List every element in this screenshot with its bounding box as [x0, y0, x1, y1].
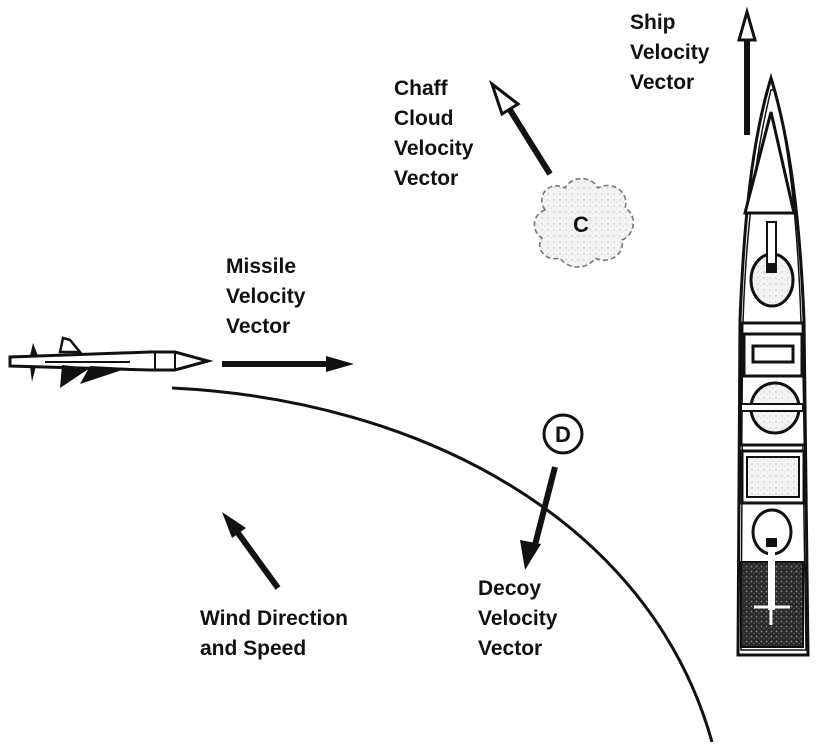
ship-velocity-label: Ship Velocity Vector: [630, 8, 709, 98]
label-line: Vector: [226, 315, 291, 338]
decoy-velocity-arrow: [520, 466, 558, 570]
wind-direction-arrow: [222, 512, 281, 590]
label-line: Wind Direction: [200, 607, 348, 630]
missile-velocity-label: Missile Velocity Vector: [226, 252, 305, 342]
decoy-marker: D: [542, 413, 584, 455]
chaff-velocity-arrow: [489, 79, 553, 176]
label-line: Vector: [630, 71, 695, 94]
label-line: Missile: [226, 255, 297, 278]
label-line: Vector: [394, 167, 459, 190]
label-line: Decoy: [478, 577, 542, 600]
missile-icon: [8, 336, 214, 388]
wind-direction-label: Wind Direction and Speed: [200, 604, 348, 664]
label-line: Vector: [478, 637, 543, 660]
decoy-velocity-label: Decoy Velocity Vector: [478, 574, 557, 664]
chaff-cloud-icon: C: [533, 177, 635, 268]
chaff-velocity-label: Chaff Cloud Velocity Vector: [394, 74, 473, 194]
label-line: Velocity: [394, 137, 474, 160]
label-line: Velocity: [226, 285, 306, 308]
label-line: and Speed: [200, 637, 307, 660]
decoy-letter: D: [555, 422, 571, 447]
label-line: Chaff: [394, 77, 448, 100]
missile-velocity-arrow: [222, 356, 354, 372]
missile-trajectory-curve: [171, 386, 714, 743]
label-line: Velocity: [478, 607, 558, 630]
ship-icon: [736, 72, 810, 657]
label-line: Ship: [630, 11, 676, 34]
ship-velocity-arrow: [737, 6, 757, 135]
label-line: Cloud: [394, 107, 454, 130]
chaff-letter: C: [573, 212, 589, 237]
label-line: Velocity: [630, 41, 710, 64]
